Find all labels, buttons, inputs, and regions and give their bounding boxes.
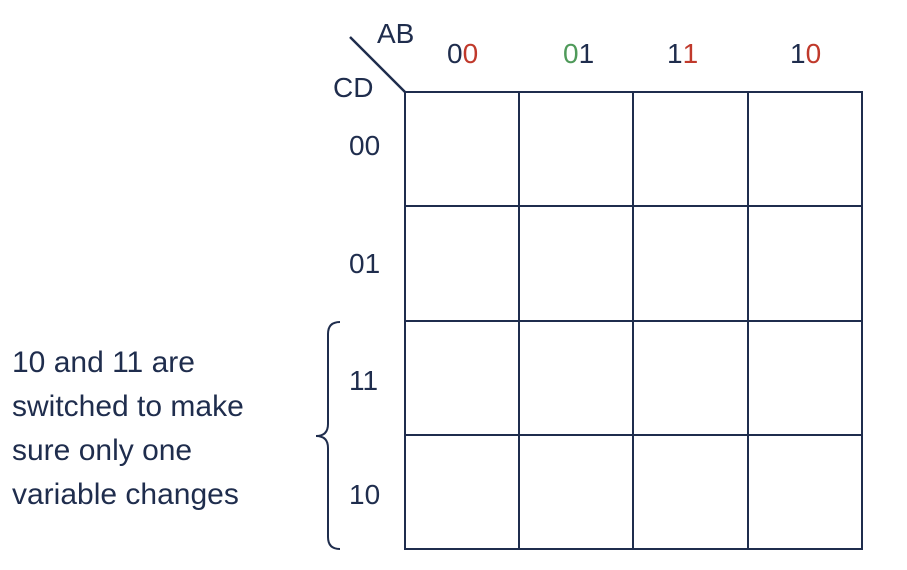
kmap-cell: [519, 321, 633, 435]
kmap-cell: [519, 92, 633, 206]
kmap-cell: [748, 206, 862, 320]
kmap-cell: [405, 435, 519, 549]
kmap-cell: [405, 321, 519, 435]
col-header-bit: 1: [682, 38, 699, 69]
kmap-cell: [748, 321, 862, 435]
kmap-cell: [519, 435, 633, 549]
annotation-text: 10 and 11 are switched to make sure only…: [12, 341, 244, 517]
annotation-line: variable changes: [12, 478, 239, 511]
brace-bracket: [315, 321, 341, 550]
col-header-bit: 0: [805, 38, 822, 69]
kmap-cell: [519, 206, 633, 320]
kmap-cell: [634, 206, 748, 320]
kmap-cell: [405, 92, 519, 206]
annotation-line: 10 and 11 are: [12, 346, 195, 379]
col-header-bit: 0: [462, 38, 479, 69]
annotation-line: switched to make: [12, 390, 244, 423]
col-header-bit: 0: [563, 38, 579, 69]
row-header-11: 11: [349, 365, 379, 396]
kmap-cell: [748, 92, 862, 206]
kmap-cell: [405, 206, 519, 320]
col-header-bit: 1: [790, 38, 806, 69]
kmap-cell: [748, 435, 862, 549]
kmap-cell: [634, 92, 748, 206]
row-header-00: 00: [349, 130, 381, 161]
col-header-bit: 1: [667, 38, 683, 69]
annotation-line: sure only one: [12, 434, 193, 467]
col-variable-label: AB: [377, 18, 415, 49]
row-header-01: 01: [349, 248, 381, 279]
col-header-bit: 0: [447, 38, 463, 69]
kmap-cell: [634, 321, 748, 435]
row-header-10: 10: [349, 479, 381, 510]
header-diagonal-line: [349, 36, 406, 93]
row-variable-label: CD: [333, 72, 374, 103]
col-header-bit: 1: [578, 38, 595, 69]
kmap-cell: [634, 435, 748, 549]
